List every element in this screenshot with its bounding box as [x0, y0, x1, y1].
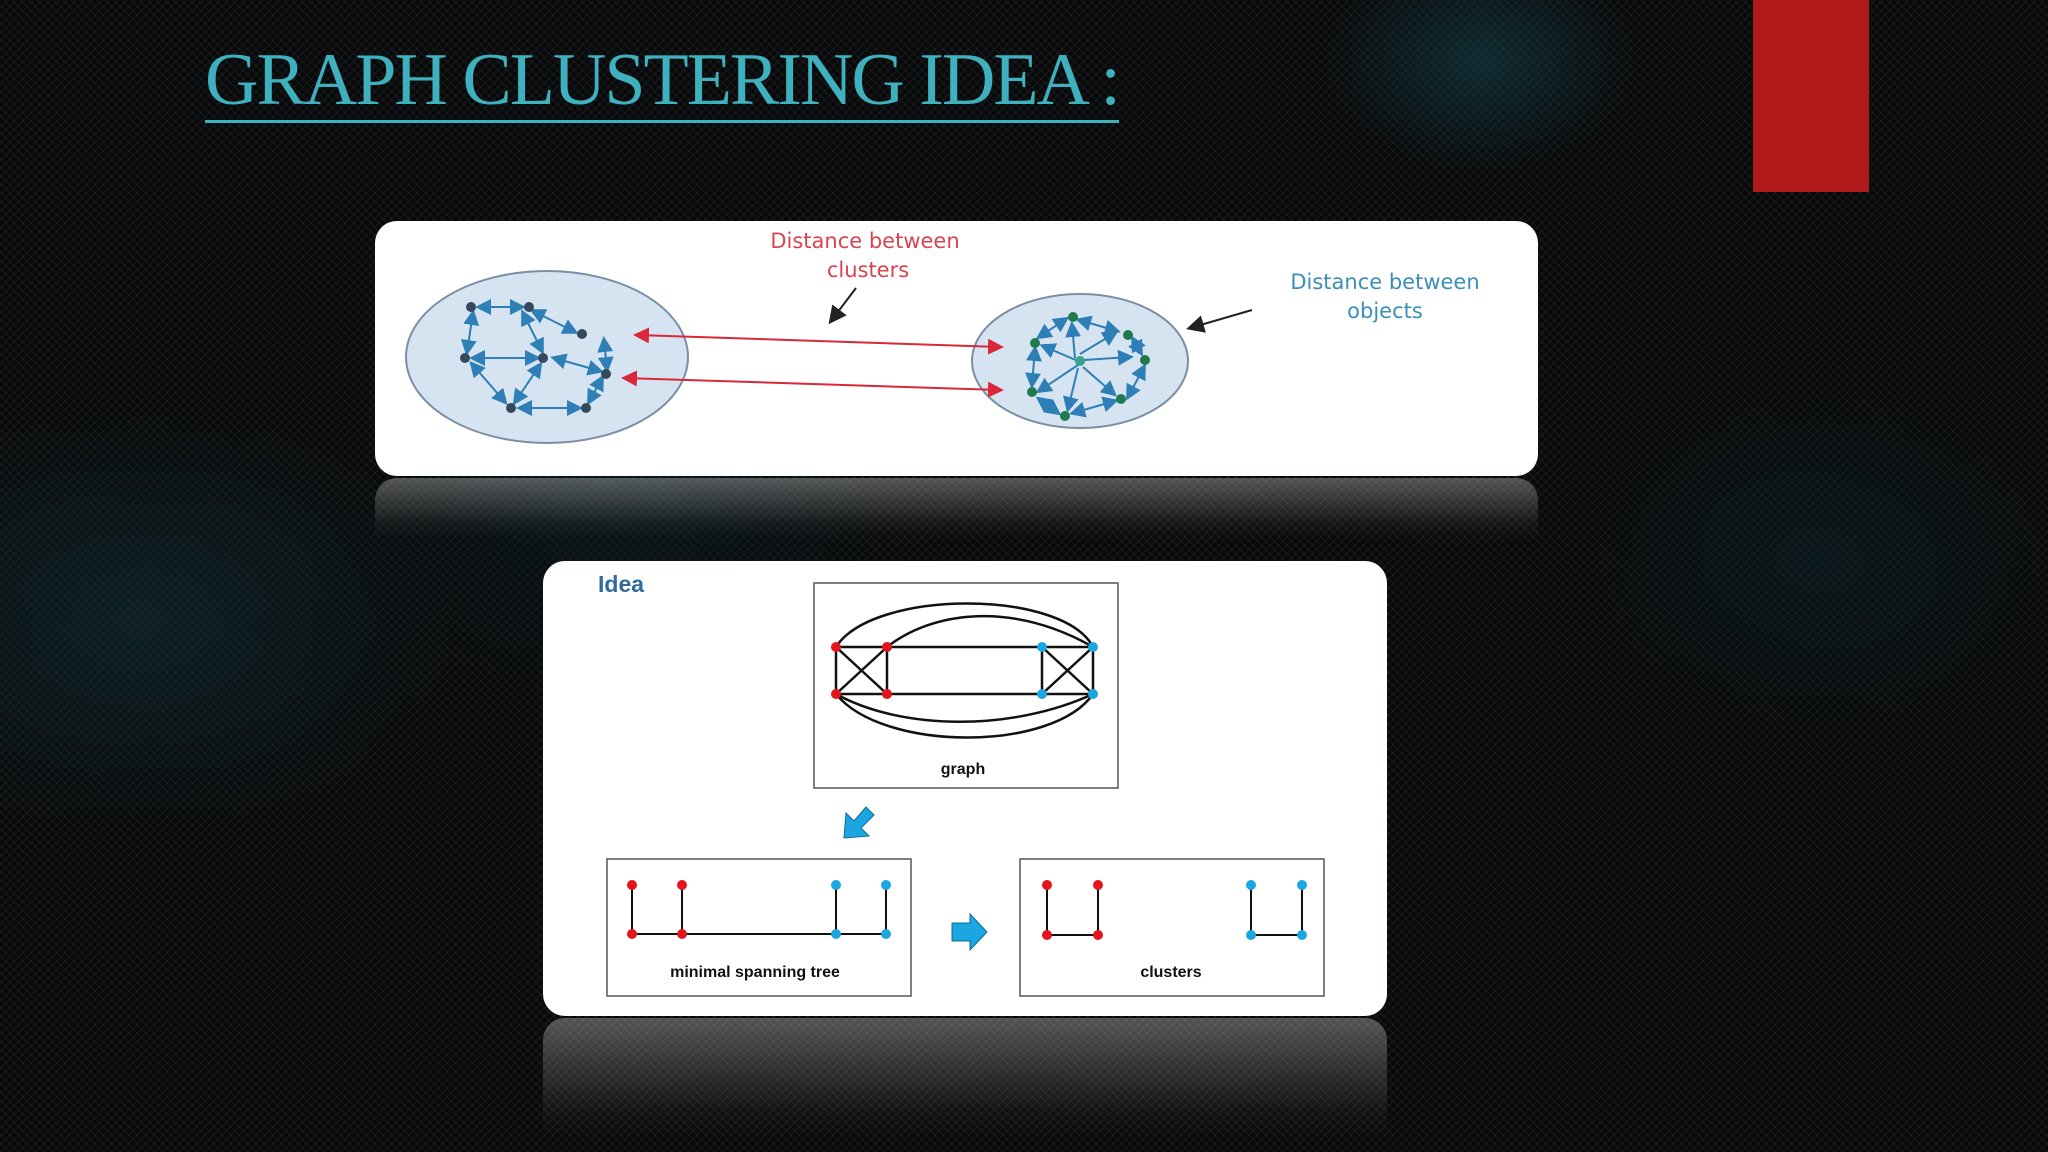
top-panel-reflection [375, 478, 1538, 540]
objects-label-line2: objects [1347, 299, 1423, 323]
right-arrow-icon [951, 912, 988, 952]
mst-caption: minimal spanning tree [670, 964, 840, 981]
distance-diagram: Distance between clusters Distance betwe… [405, 229, 1480, 444]
slide-title: GRAPH CLUSTERING IDEA : [205, 39, 1121, 121]
graph-caption: graph [941, 761, 985, 778]
clusters-caption: clusters [1140, 964, 1201, 981]
clusters-label-line1: Distance between [770, 229, 959, 253]
down-left-arrow-icon [843, 806, 875, 839]
objects-pointer-arrow [1186, 309, 1253, 333]
idea-heading: Idea [598, 571, 645, 597]
clusters-label-line2: clusters [827, 258, 909, 282]
red-accent-tab [1753, 0, 1869, 192]
bottom-panel-reflection [543, 1018, 1387, 1140]
inter-cluster-arrow-2 [621, 370, 1004, 398]
graph-box [813, 582, 1119, 789]
distance-diagram-panel: Distance between clusters Distance betwe… [375, 221, 1538, 476]
clusters-box [1019, 858, 1325, 997]
inter-cluster-arrow-1 [633, 327, 1004, 355]
objects-label-line1: Distance between [1290, 270, 1479, 294]
clusters-pointer-arrow [828, 287, 857, 325]
mst-clustering-diagram: graph minimal spanning tree [606, 582, 1325, 997]
mst-box [606, 858, 912, 997]
idea-diagram-panel: Idea graph [543, 561, 1387, 1016]
